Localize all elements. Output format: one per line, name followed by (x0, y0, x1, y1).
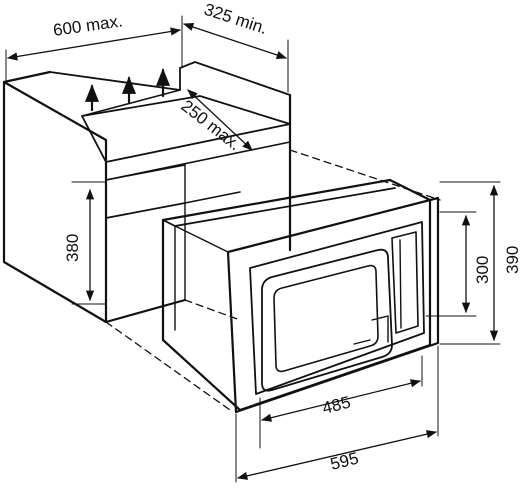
label-frame-height: 390 (503, 246, 522, 274)
microwave-control-panel (391, 231, 419, 334)
cabinet-dimensions (5, 15, 289, 305)
cabinet-left-panel (2, 80, 108, 324)
label-oven-width: 485 (320, 393, 352, 418)
cabinet-lower-shelf (105, 202, 186, 219)
cabinet-top-cutout (49, 61, 291, 119)
oven-dimensions (235, 181, 501, 483)
microwave-front-panel (249, 221, 425, 395)
label-opening-height: 380 (63, 234, 82, 262)
cabinet (2, 61, 292, 324)
cabinet-top-edge (2, 70, 52, 84)
microwave (161, 178, 440, 414)
label-oven-height: 300 (473, 256, 492, 284)
microwave-front-frame (226, 196, 440, 414)
label-depth-min: 325 min. (202, 0, 270, 38)
microwave-window (273, 264, 379, 373)
label-width-max: 600 max. (52, 11, 124, 40)
label-frame-width: 595 (328, 449, 360, 474)
